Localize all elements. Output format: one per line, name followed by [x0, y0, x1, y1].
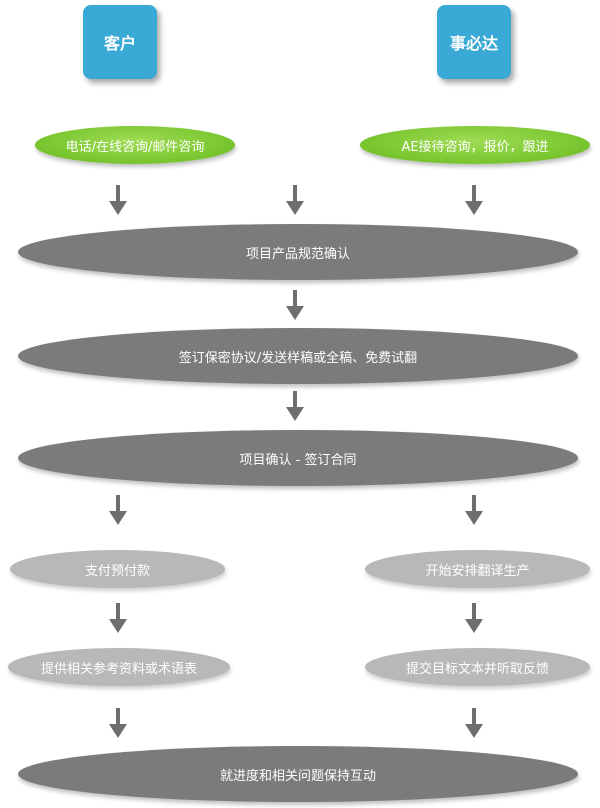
down-arrow-icon: [109, 603, 127, 633]
step-prepayment-label: 支付预付款: [84, 563, 150, 579]
step-project-confirm: 项目确认 - 签订合同: [18, 430, 578, 486]
step-interaction-label: 就进度和相关问题保持互动: [219, 768, 376, 784]
step-prepayment: 支付预付款: [10, 550, 225, 588]
step-start-translation-label: 开始安排翻译生产: [425, 563, 530, 579]
customer-box: 客户: [83, 5, 157, 79]
down-arrow-icon: [465, 708, 483, 738]
step-start-translation: 开始安排翻译生产: [365, 550, 590, 588]
down-arrow-icon: [465, 495, 483, 525]
step-submit-feedback: 提交目标文本并听取反馈: [365, 648, 590, 686]
step-spec-confirm-label: 项目产品规范确认: [245, 246, 350, 262]
step-nda-sample-label: 签订保密协议/发送样稿或全稿、免费试翻: [178, 350, 418, 366]
down-arrow-icon: [465, 603, 483, 633]
step-spec-confirm: 项目产品规范确认: [18, 224, 578, 280]
step-interaction: 就进度和相关问题保持互动: [18, 746, 578, 802]
step-project-confirm-label: 项目确认 - 签订合同: [239, 452, 357, 468]
customer-label: 客户: [103, 34, 136, 53]
down-arrow-icon: [286, 290, 304, 320]
down-arrow-icon: [286, 391, 304, 421]
step-submit-feedback-label: 提交目标文本并听取反馈: [405, 661, 549, 677]
company-box: 事必达: [437, 5, 511, 79]
step-nda-sample: 签订保密协议/发送样稿或全稿、免费试翻: [18, 328, 578, 384]
down-arrow-icon: [465, 185, 483, 215]
step-contact: 电话/在线咨询/邮件咨询: [35, 126, 235, 164]
down-arrow-icon: [109, 495, 127, 525]
down-arrow-icon: [109, 185, 127, 215]
step-ae-reception-label: AE接待咨询，报价，跟进: [401, 139, 549, 155]
step-ae-reception: AE接待咨询，报价，跟进: [360, 126, 590, 164]
company-label: 事必达: [449, 34, 498, 53]
step-reference-materials: 提供相关参考资料或术语表: [8, 648, 230, 686]
step-reference-materials-label: 提供相关参考资料或术语表: [40, 661, 197, 677]
down-arrow-icon: [286, 185, 304, 215]
down-arrow-icon: [109, 708, 127, 738]
step-contact-label: 电话/在线咨询/邮件咨询: [65, 139, 205, 155]
